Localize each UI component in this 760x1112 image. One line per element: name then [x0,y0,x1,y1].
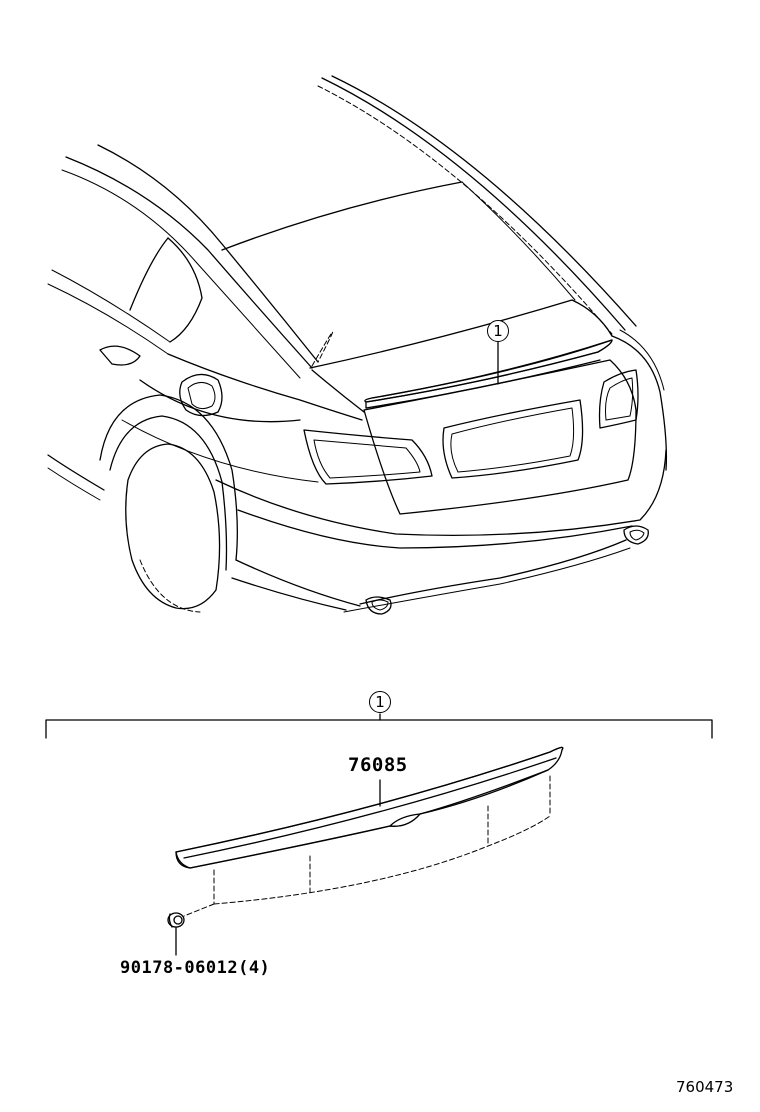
spoiler-on-car [364,339,613,409]
clip-icon [167,912,185,956]
clip-part-number: 90178-06012(4) [120,958,271,978]
mounting-guides [183,775,551,917]
assembly-callout-bracket: 1 [369,691,391,713]
car-outline [47,75,668,615]
spoiler-part-number: 76085 [348,754,408,776]
assembly-callout-on-car: 1 [487,320,509,342]
assembly-bracket [45,713,713,739]
drawing-id: 760473 [676,1078,734,1096]
spoiler-detail [175,746,564,869]
